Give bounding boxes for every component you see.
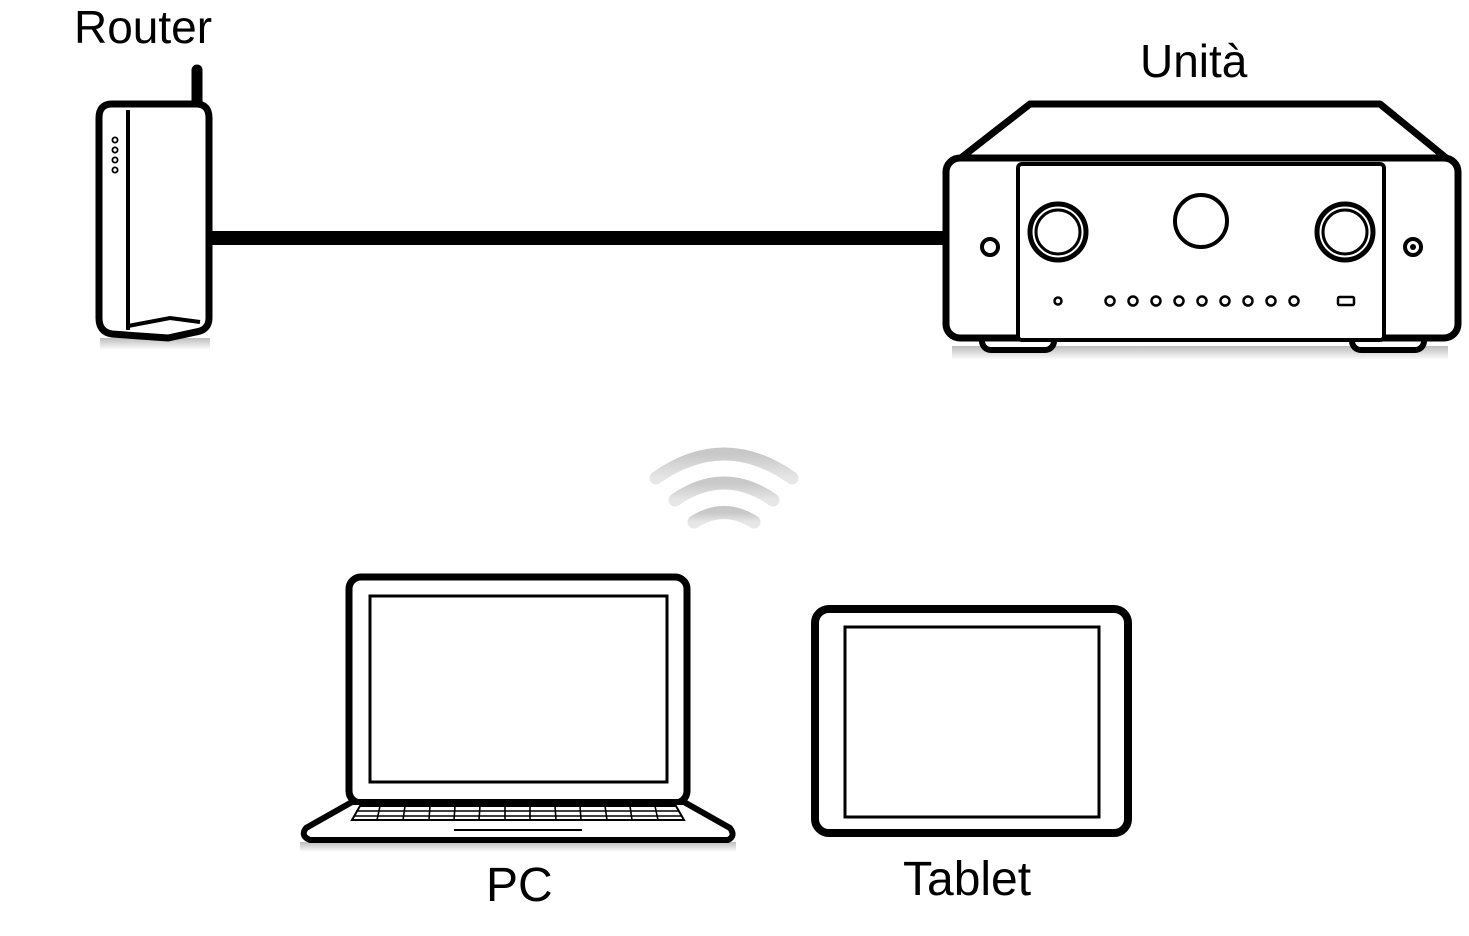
laptop-icon: [300, 573, 736, 852]
pc-label: PC: [486, 859, 553, 912]
router-icon: [95, 64, 213, 350]
av-receiver-icon: [942, 100, 1462, 360]
router-label: Router: [74, 1, 213, 53]
wifi-icon: [649, 447, 799, 529]
tablet-label: Tablet: [903, 853, 1032, 906]
tablet-icon: [811, 605, 1132, 837]
unit-label: Unità: [1140, 35, 1248, 87]
